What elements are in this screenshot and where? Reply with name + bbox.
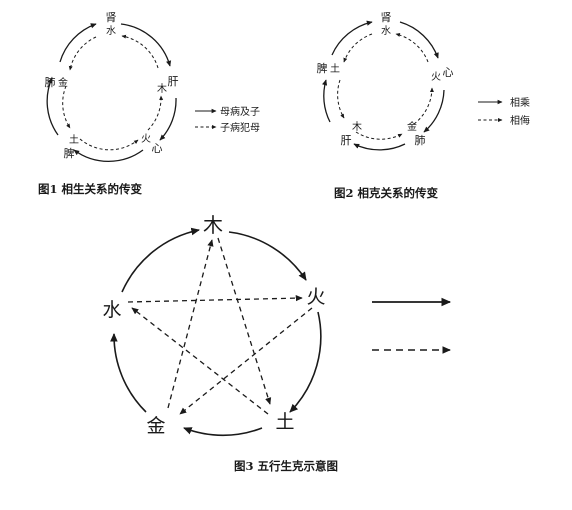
fig1-dashed-arc [79,138,139,151]
fig1-label-water: 水 [106,25,116,37]
fig3-generation-arc-fire-earth [289,311,322,413]
fig1-solid-arc [120,23,172,67]
fig2-solid-arc [423,89,445,133]
fig1-solid-arc [73,149,144,163]
figure-3-labels: 木 火 土 金 水 图3 五行生克示意图 [102,213,338,473]
fig1-label-liver: 肝 [168,75,179,88]
fig2-legend-solid-label: 相乘 [510,96,530,109]
fig3-label-fire: 火 [306,286,325,308]
fig3-label-metal: 金 [146,415,165,437]
fig2-label-lung: 肺 [415,134,426,147]
fig2-label-spleen: 脾 [317,61,328,75]
fig2-solid-arc [353,143,406,151]
fig2-dashed-arc [355,131,403,140]
figure-1 [46,23,217,163]
figure-2 [322,20,503,151]
fig2-label-water: 水 [381,25,391,37]
fig1-dashed-arc [62,85,71,129]
fig1-label-wood: 木 [157,83,167,95]
fig3-generation-arc-earth-metal [183,427,263,437]
figure-2-labels: 肾 水 心 火 肺 金 肝 木 脾 土 相乘 相侮 图2 相克关系的传变 [317,11,531,200]
fig2-label-fire: 火 [431,71,441,83]
fig3-label-water: 水 [102,299,121,321]
fig1-dashed-arc [68,36,97,71]
fig2-solid-arc [322,79,331,123]
fig2-label-liver: 肝 [341,134,352,147]
fig1-solid-arc [46,77,59,136]
fig2-solid-arc [331,20,373,56]
fig3-restraint-wood-earth [217,237,272,405]
fig1-solid-arc [159,97,177,141]
fig3-restraint-earth-water [131,307,269,415]
fig1-label-lung: 肺 [45,76,56,89]
fig2-caption: 图2 相克关系的传变 [334,186,439,200]
fig2-label-wood: 木 [352,121,362,133]
figure-3 [110,227,452,437]
fig3-label-earth: 土 [275,411,294,433]
fig2-dashed-arc [337,79,345,119]
fig1-legend-dashed-label: 子病犯母 [220,121,260,134]
fig3-caption: 图3 五行生克示意图 [234,459,338,473]
fig1-label-spleen: 脾 [64,146,75,160]
fig1-solid-arc [59,23,97,63]
fig3-generation-arc-metal-water [110,333,147,413]
fig3-label-wood: 木 [203,213,223,237]
fig1-label-fire: 火 [141,133,151,145]
fig2-label-earth: 土 [330,62,340,75]
fig3-restraint-metal-wood [167,239,214,409]
fig1-label-earth: 土 [69,133,79,146]
fig3-generation-arc-water-wood [121,227,200,293]
fig2-dashed-arc [395,33,429,63]
fig2-dashed-arc [413,87,434,125]
fig1-label-metal: 金 [58,76,68,89]
fig2-dashed-arc [343,33,373,63]
fig2-label-metal: 金 [407,120,417,133]
fig2-label-kidney: 肾 [381,11,392,24]
fig2-legend-dashed-label: 相侮 [510,114,530,127]
fig1-label-kidney: 肾 [106,11,117,24]
figure-1-labels: 肾 水 肝 木 心 火 脾 土 肺 金 母病及子 子病犯母 图1 相生关系的传变 [38,11,260,196]
fig3-restraint-water-fire [127,295,303,303]
fig1-dashed-arc [121,34,159,69]
fig1-dashed-arc [147,95,164,131]
fig1-label-heart: 心 [152,142,163,155]
fig3-generation-arc-wood-fire [228,231,307,281]
fig2-label-heart: 心 [443,66,454,79]
fig1-legend-solid-label: 母病及子 [220,105,260,118]
fig1-caption: 图1 相生关系的传变 [38,182,143,196]
fig2-solid-arc [399,21,439,59]
fig3-restraint-fire-metal [179,307,313,415]
